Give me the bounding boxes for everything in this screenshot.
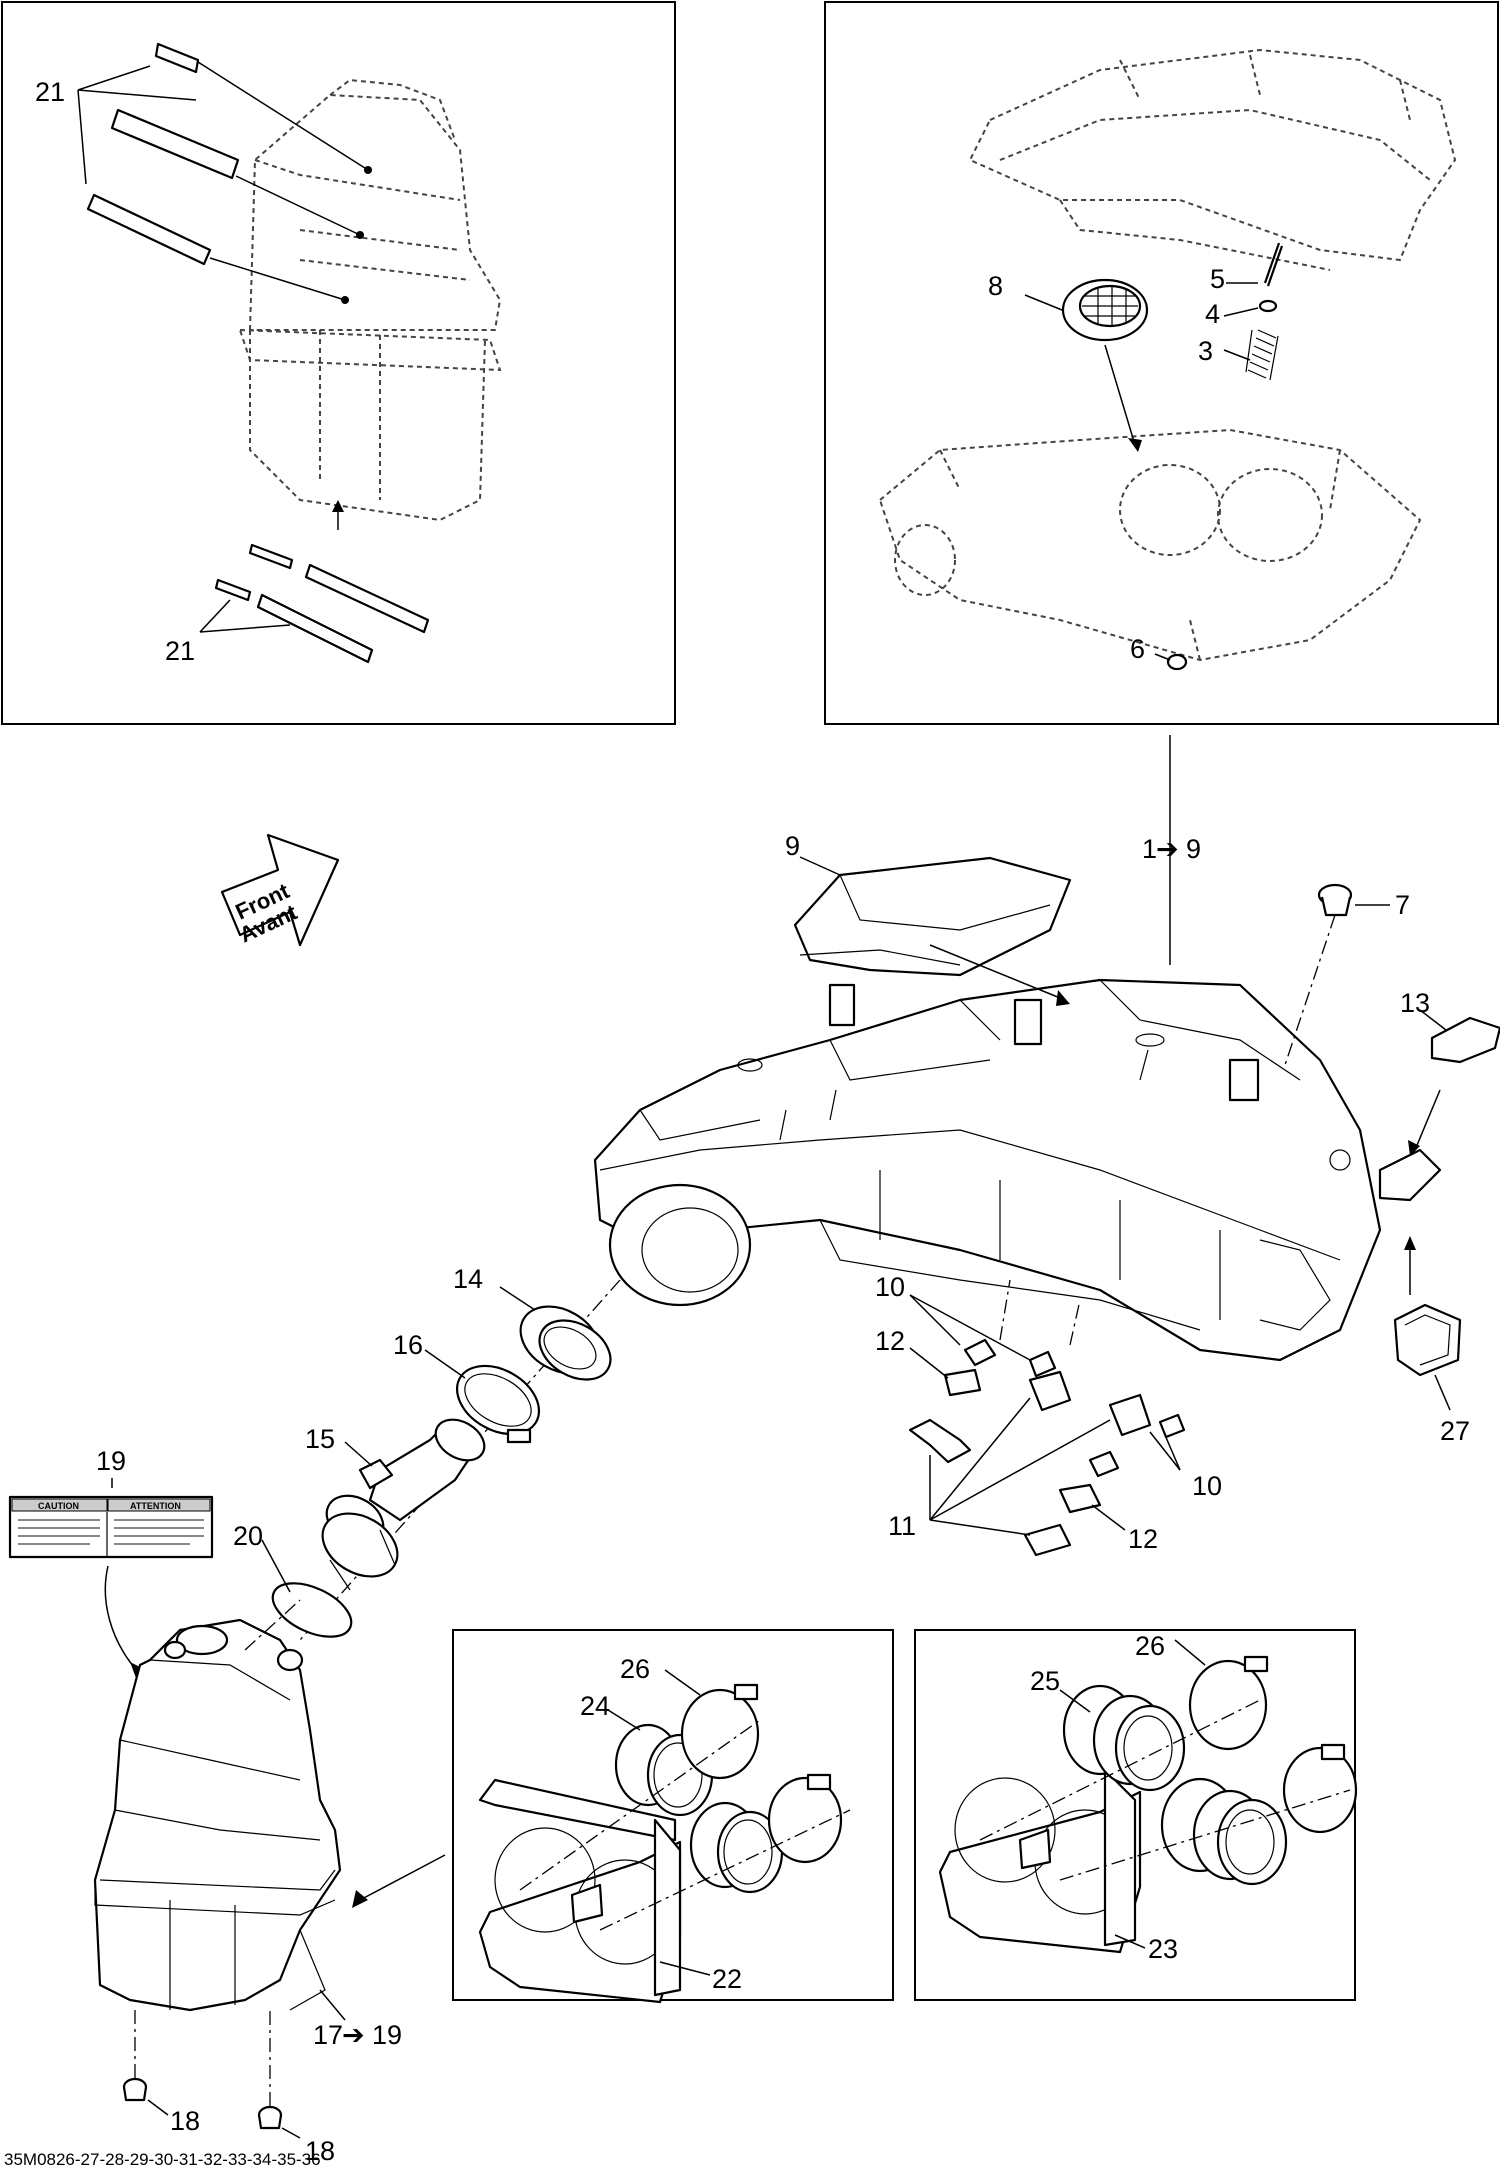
detail-box-adaptor-variant-a [452,1629,894,2001]
callout-21-upper: 21 [35,77,65,107]
callout-14: 14 [453,1264,483,1294]
callout-13: 13 [1400,988,1430,1018]
callout-21-lower: 21 [165,636,195,666]
detail-box-adaptor-variant-b [914,1629,1356,2001]
adaptor-plate-22 [478,1778,682,2004]
callout-18-right: 18 [305,2136,335,2166]
retainer-clips [908,1279,1186,1557]
silencer-housing-ghost [238,78,502,522]
callout-arrow-17-19: ➔ [342,2020,365,2050]
callout-16: 16 [393,1330,423,1360]
upper-housing-ghost [968,48,1457,271]
callout-8: 8 [988,271,1003,301]
callout-19-range: 19 [372,2020,402,2050]
seal-14 [519,1305,612,1381]
callout-11: 11 [888,1511,916,1541]
intake-cover [793,856,1072,977]
foam-pads-upper [86,42,372,304]
front-direction-arrow: Front Avant [220,833,340,948]
callout-6: 6 [1130,634,1145,664]
plug-grommet-6 [1166,653,1188,671]
detail-box-upper-lower-housing [824,1,1499,725]
clip-13 [1378,1009,1500,1202]
decal-attention-title: ATTENTION [130,1501,181,1511]
o-ring-20 [271,1582,353,1638]
callout-15: 15 [305,1424,335,1454]
inlet-bell [608,1183,752,1307]
callout-7: 7 [1395,890,1410,920]
callout-25: 25 [1030,1666,1060,1696]
callout-23: 23 [1148,1934,1178,1964]
clamps-26-b [979,1655,1358,1881]
callout-1: 1 [1142,834,1157,864]
sleeve-25 [1062,1684,1288,1886]
callout-26-a: 26 [620,1654,650,1684]
nut-18 [122,2010,283,2130]
grommet-7 [1284,883,1390,1066]
callout-27: 27 [1440,1416,1470,1446]
callout-3: 3 [1198,336,1213,366]
lower-housing-ghost [878,428,1422,662]
silencer-housing [93,1618,342,2012]
callout-5: 5 [1210,264,1225,294]
decal-caution-title: CAUTION [38,1501,79,1511]
main-air-box [593,978,1382,1362]
callout-12-upper: 12 [875,1326,905,1356]
callout-19: 19 [96,1446,126,1476]
caution-decal: CAUTION ATTENTION [8,1495,214,1559]
document-code: 35M0826-27-28-29-30-31-32-33-34-35-36 [4,2150,321,2169]
callout-24: 24 [580,1691,610,1721]
callout-10-lower: 10 [1192,1471,1222,1501]
callout-26-b: 26 [1135,1631,1165,1661]
callout-22: 22 [712,1964,742,1994]
callout-10-upper: 10 [875,1272,905,1302]
intake-duct-15 [321,1418,486,1591]
clamps-26-a [519,1683,851,1931]
rubber-pad-27 [1393,1236,1462,1411]
callout-18-left: 18 [170,2106,200,2136]
detail-box-silencer-pads [1,1,676,725]
foam-pads-lower [214,500,430,664]
callout-12-lower: 12 [1128,1524,1158,1554]
callout-4: 4 [1205,299,1220,329]
callout-9: 9 [785,831,800,861]
callout-9-range: 9 [1186,834,1201,864]
callout-20: 20 [233,1521,263,1551]
callout-arrow-1-9: ➔ [1156,834,1179,864]
clamp-16 [455,1364,541,1444]
adaptor-plate-23 [938,1768,1142,1954]
grille [1061,278,1149,342]
screw-washer-spring [1245,242,1284,381]
callout-17: 17 [313,2020,343,2050]
